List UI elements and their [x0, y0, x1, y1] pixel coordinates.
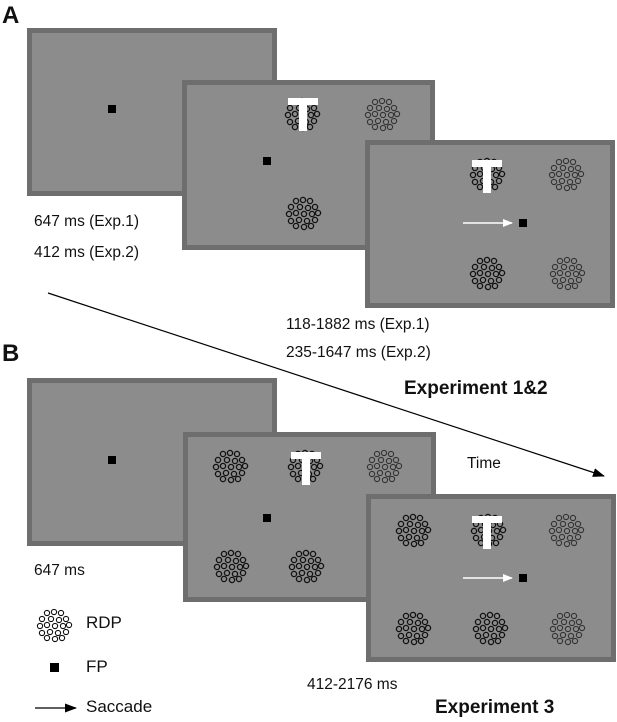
fixation-point [108, 456, 116, 464]
rdp-stimulus [395, 611, 432, 646]
rdp-stimulus [549, 256, 586, 291]
rdp-stimulus [288, 549, 325, 584]
experiment-1-2-label: Experiment 1&2 [404, 378, 548, 399]
rdp-stimulus [213, 549, 250, 584]
legend-fp-icon [50, 663, 59, 672]
timing-a3-exp2: 235-1647 ms (Exp.2) [286, 344, 431, 361]
legend-fp-label: FP [86, 657, 108, 676]
fixation-point [263, 157, 271, 165]
target-t [472, 160, 502, 193]
rdp-stimulus [549, 611, 586, 646]
fixation-point [519, 574, 527, 582]
rdp-stimulus [364, 97, 401, 132]
fixation-point [263, 514, 271, 522]
target-t [472, 516, 502, 549]
rdp-stimulus [548, 157, 585, 192]
timing-a3-exp1: 118-1882 ms (Exp.1) [286, 316, 430, 333]
panel-letter-b: B [2, 340, 20, 367]
timing-b3: 412-2176 ms [307, 676, 398, 693]
fixation-point [519, 219, 527, 227]
timing-a-exp2: 412 ms (Exp.2) [34, 244, 140, 261]
time-arrow [47, 292, 605, 477]
panel-letter-a: A [2, 2, 20, 29]
rdp-stimulus [285, 196, 322, 231]
time-label: Time [467, 455, 501, 472]
experiment-3-label: Experiment 3 [435, 697, 555, 718]
timing-a-exp1: 647 ms (Exp.1) [34, 213, 140, 230]
legend-rdp-icon [36, 608, 73, 643]
legend-rdp-label: RDP [86, 613, 122, 632]
target-t [288, 98, 318, 131]
rdp-stimulus [366, 449, 403, 484]
rdp-stimulus [548, 513, 585, 548]
target-t [291, 452, 321, 485]
legend-saccade-label: Saccade [86, 697, 153, 716]
fixation-point [108, 105, 116, 113]
rdp-stimulus [469, 256, 506, 291]
timing-b1: 647 ms [34, 562, 85, 579]
rdp-stimulus [395, 513, 432, 548]
rdp-stimulus [472, 611, 509, 646]
rdp-stimulus [212, 449, 249, 484]
